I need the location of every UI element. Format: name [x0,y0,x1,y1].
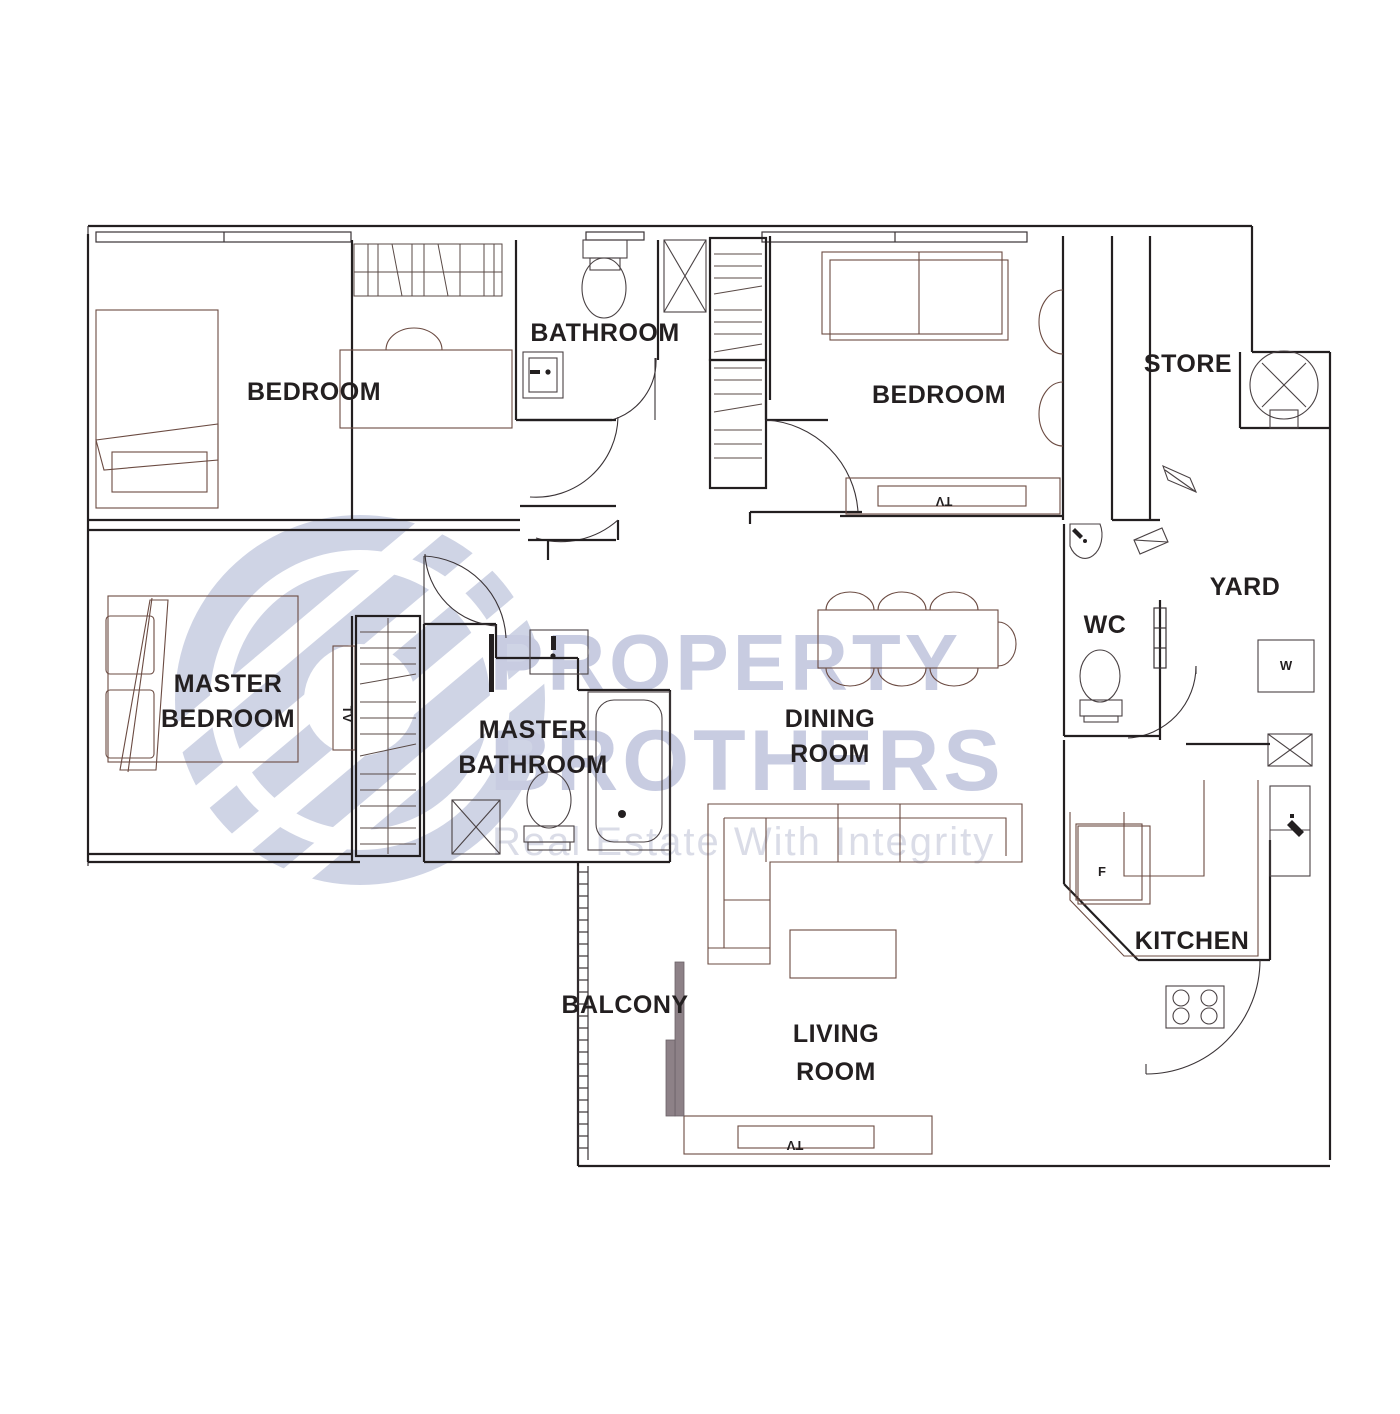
hall-closet [708,236,768,490]
toilet-bathroom [581,239,628,319]
room-label-master-bathroom-2: BATHROOM [458,751,607,779]
watermark-line1: PROPERTY [490,618,962,707]
dining-table [817,591,1017,687]
door-master-bathroom [423,553,507,639]
nightstands-master [105,615,155,759]
room-store: STORE [1112,236,1330,522]
wardrobe-bedroom-2 [1038,289,1064,447]
room-wc: WC [1064,600,1167,740]
bed-bedroom-1 [95,309,219,509]
tv-unit-living-room [683,1115,933,1155]
walk-in-closet [354,614,422,858]
room-label-master-bedroom-1: MASTER [174,670,283,698]
toilet-wc [1079,649,1123,723]
coffee-table [789,929,897,979]
room-kitchen: KITCHEN F [1062,740,1311,1075]
room-bedroom-2: BEDROOM TV [768,236,1114,520]
room-bathroom: BATHROOM [514,239,707,422]
sink-yard [1069,523,1103,559]
washer-label: W [1280,658,1293,673]
room-bedroom-1: BEDROOM [88,240,520,522]
room-label-master-bathroom-1: MASTER [479,716,588,744]
tv-label-living-room: TV [786,1138,803,1153]
closet-shelves [359,618,417,854]
drain-yard [1267,733,1313,767]
room-label-master-bedroom-2: BEDROOM [161,705,295,733]
door-kitchen [1145,959,1261,1075]
room-label-kitchen: KITCHEN [1135,927,1250,955]
toilet-master-bathroom [523,771,575,851]
fridge-label: F [1098,864,1106,879]
sectional-sofa [707,803,1023,965]
watermark-tagline: Real Estate With Integrity [492,820,995,864]
windows-top [95,231,1028,243]
balcony-sliding-door [665,961,685,1117]
room-label-bathroom: BATHROOM [530,319,679,347]
sink-bathroom [522,351,564,399]
room-yard: YARD W [1062,464,1315,767]
bed-bedroom-2 [821,251,1009,341]
yard-gate [1133,464,1198,555]
room-label-balcony: BALCONY [561,991,688,1019]
room-dining-room: DINING ROOM [785,591,1017,768]
tv-unit-bedroom-2 [845,477,1061,515]
kitchen-counters [1069,780,1259,957]
room-label-living-room-1: LIVING [793,1020,879,1048]
room-label-dining-room-2: ROOM [790,740,870,768]
exterior-walls [86,224,1332,1168]
room-balcony: BALCONY [561,866,688,1160]
desk-bedroom-1 [339,327,513,429]
tv-label-master: TV [340,706,355,723]
hall-doors [520,400,862,560]
watermark-group: PROPERTY BROTHERS Real Estate With Integ… [134,488,1005,917]
room-label-dining-room-1: DINING [785,705,876,733]
room-master-bathroom: MASTER BATHROOM [422,553,672,864]
bathtub-master [587,691,671,851]
shower-master-bathroom [451,799,501,855]
room-label-wc: WC [1084,611,1127,639]
room-label-bedroom-1: BEDROOM [247,378,381,406]
water-tank-store [1249,350,1319,429]
room-label-store: STORE [1144,350,1232,378]
door-yard [1127,665,1197,739]
sink-kitchen [1269,785,1311,877]
room-label-living-room-2: ROOM [796,1058,876,1086]
bed-master [107,595,299,773]
sink-master-bathroom [489,629,589,692]
shower-bathroom [663,239,707,313]
room-label-bedroom-2: BEDROOM [872,381,1006,409]
watermark-line2: BROTHERS [490,713,1005,809]
cooktop-kitchen [1165,985,1225,1029]
watermark-logo-icon [134,488,590,917]
hall-closet-shelves [713,253,763,459]
room-label-yard: YARD [1210,573,1281,601]
tv-label-bedroom-2: TV [935,494,952,509]
balcony-railing [577,866,589,1160]
door-bathroom [611,357,657,421]
washing-machine [1257,639,1315,693]
room-living-room: LIVING ROOM TV [683,803,1023,1155]
room-master-bedroom: MASTER BEDROOM TV [88,528,520,862]
wardrobe-bedroom-1 [353,243,503,297]
refrigerator [1077,825,1151,905]
